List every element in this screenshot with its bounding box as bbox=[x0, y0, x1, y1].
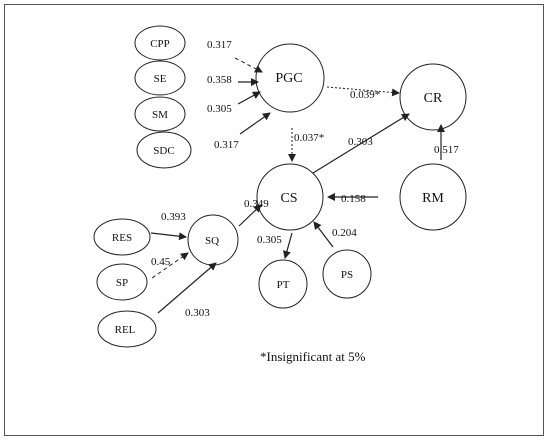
node-rel: REL bbox=[97, 310, 157, 348]
edge-label-pgc-cr: 0.039* bbox=[350, 89, 380, 101]
edge-pgc-cr bbox=[326, 86, 400, 97]
edge-sdc-pgc bbox=[239, 112, 271, 135]
edge-label-sq-cs: 0.349 bbox=[244, 198, 269, 210]
node-cs: CS bbox=[256, 163, 324, 231]
edge-sp-sq bbox=[151, 252, 189, 279]
node-sq: SQ bbox=[187, 214, 239, 266]
node-rm-label: RM bbox=[422, 191, 444, 206]
edge-cs-cr bbox=[312, 113, 410, 174]
node-sm: SM bbox=[134, 96, 186, 132]
edge-label-sm-pgc: 0.305 bbox=[207, 103, 232, 115]
node-sp-label: SP bbox=[116, 277, 128, 289]
edge-cpp-pgc bbox=[234, 57, 263, 73]
footnote: *Insignificant at 5% bbox=[260, 349, 366, 364]
edge-ps-cs bbox=[313, 221, 334, 248]
edge-sq-cs bbox=[238, 204, 262, 227]
node-sq-label: SQ bbox=[205, 235, 219, 247]
edge-label-res-sq: 0.393 bbox=[161, 211, 186, 223]
edge-label-rm-cs: 0.158 bbox=[341, 193, 366, 205]
node-rel-label: REL bbox=[115, 324, 136, 336]
node-se: SE bbox=[134, 60, 186, 96]
edge-label-sp-sq: 0.45 bbox=[151, 256, 171, 268]
edge-label-se-pgc: 0.358 bbox=[207, 74, 232, 86]
node-cr: CR bbox=[399, 63, 467, 131]
edge-label-pgc-cs: 0.037* bbox=[294, 132, 324, 144]
edge-label-sdc-pgc: 0.317 bbox=[214, 139, 239, 151]
edge-rel-sq bbox=[157, 262, 217, 314]
edge-cs-pt bbox=[283, 232, 293, 259]
edge-label-rel-sq: 0.303 bbox=[185, 307, 210, 319]
edge-label-cs-pt: 0.305 bbox=[257, 234, 282, 246]
node-sdc: SDC bbox=[136, 131, 192, 169]
node-sm-label: SM bbox=[152, 109, 168, 121]
node-pgc-label: PGC bbox=[275, 71, 302, 86]
edge-label-rm-cr: 0.517 bbox=[434, 144, 459, 156]
edge-label-ps-cs: 0.204 bbox=[332, 227, 357, 239]
node-res: RES bbox=[93, 218, 151, 256]
node-ps: PS bbox=[322, 249, 372, 299]
node-sdc-label: SDC bbox=[153, 145, 174, 157]
node-ps-label: PS bbox=[341, 269, 353, 281]
node-cs-label: CS bbox=[280, 191, 297, 206]
edge-label-cs-cr: 0.303 bbox=[348, 136, 373, 148]
node-sp: SP bbox=[96, 263, 148, 301]
node-pgc: PGC bbox=[255, 43, 325, 113]
diagram-frame bbox=[4, 4, 544, 436]
node-pt: PT bbox=[258, 259, 308, 309]
node-cpp-label: CPP bbox=[150, 38, 170, 50]
edge-sm-pgc bbox=[237, 91, 261, 105]
node-se-label: SE bbox=[154, 73, 167, 85]
node-res-label: RES bbox=[112, 232, 132, 244]
node-pt-label: PT bbox=[277, 279, 290, 291]
node-rm: RM bbox=[399, 163, 467, 231]
node-cpp: CPP bbox=[134, 25, 186, 61]
node-cr-label: CR bbox=[424, 91, 443, 106]
edge-label-cpp-pgc: 0.317 bbox=[207, 39, 232, 51]
edge-res-sq bbox=[150, 232, 187, 241]
